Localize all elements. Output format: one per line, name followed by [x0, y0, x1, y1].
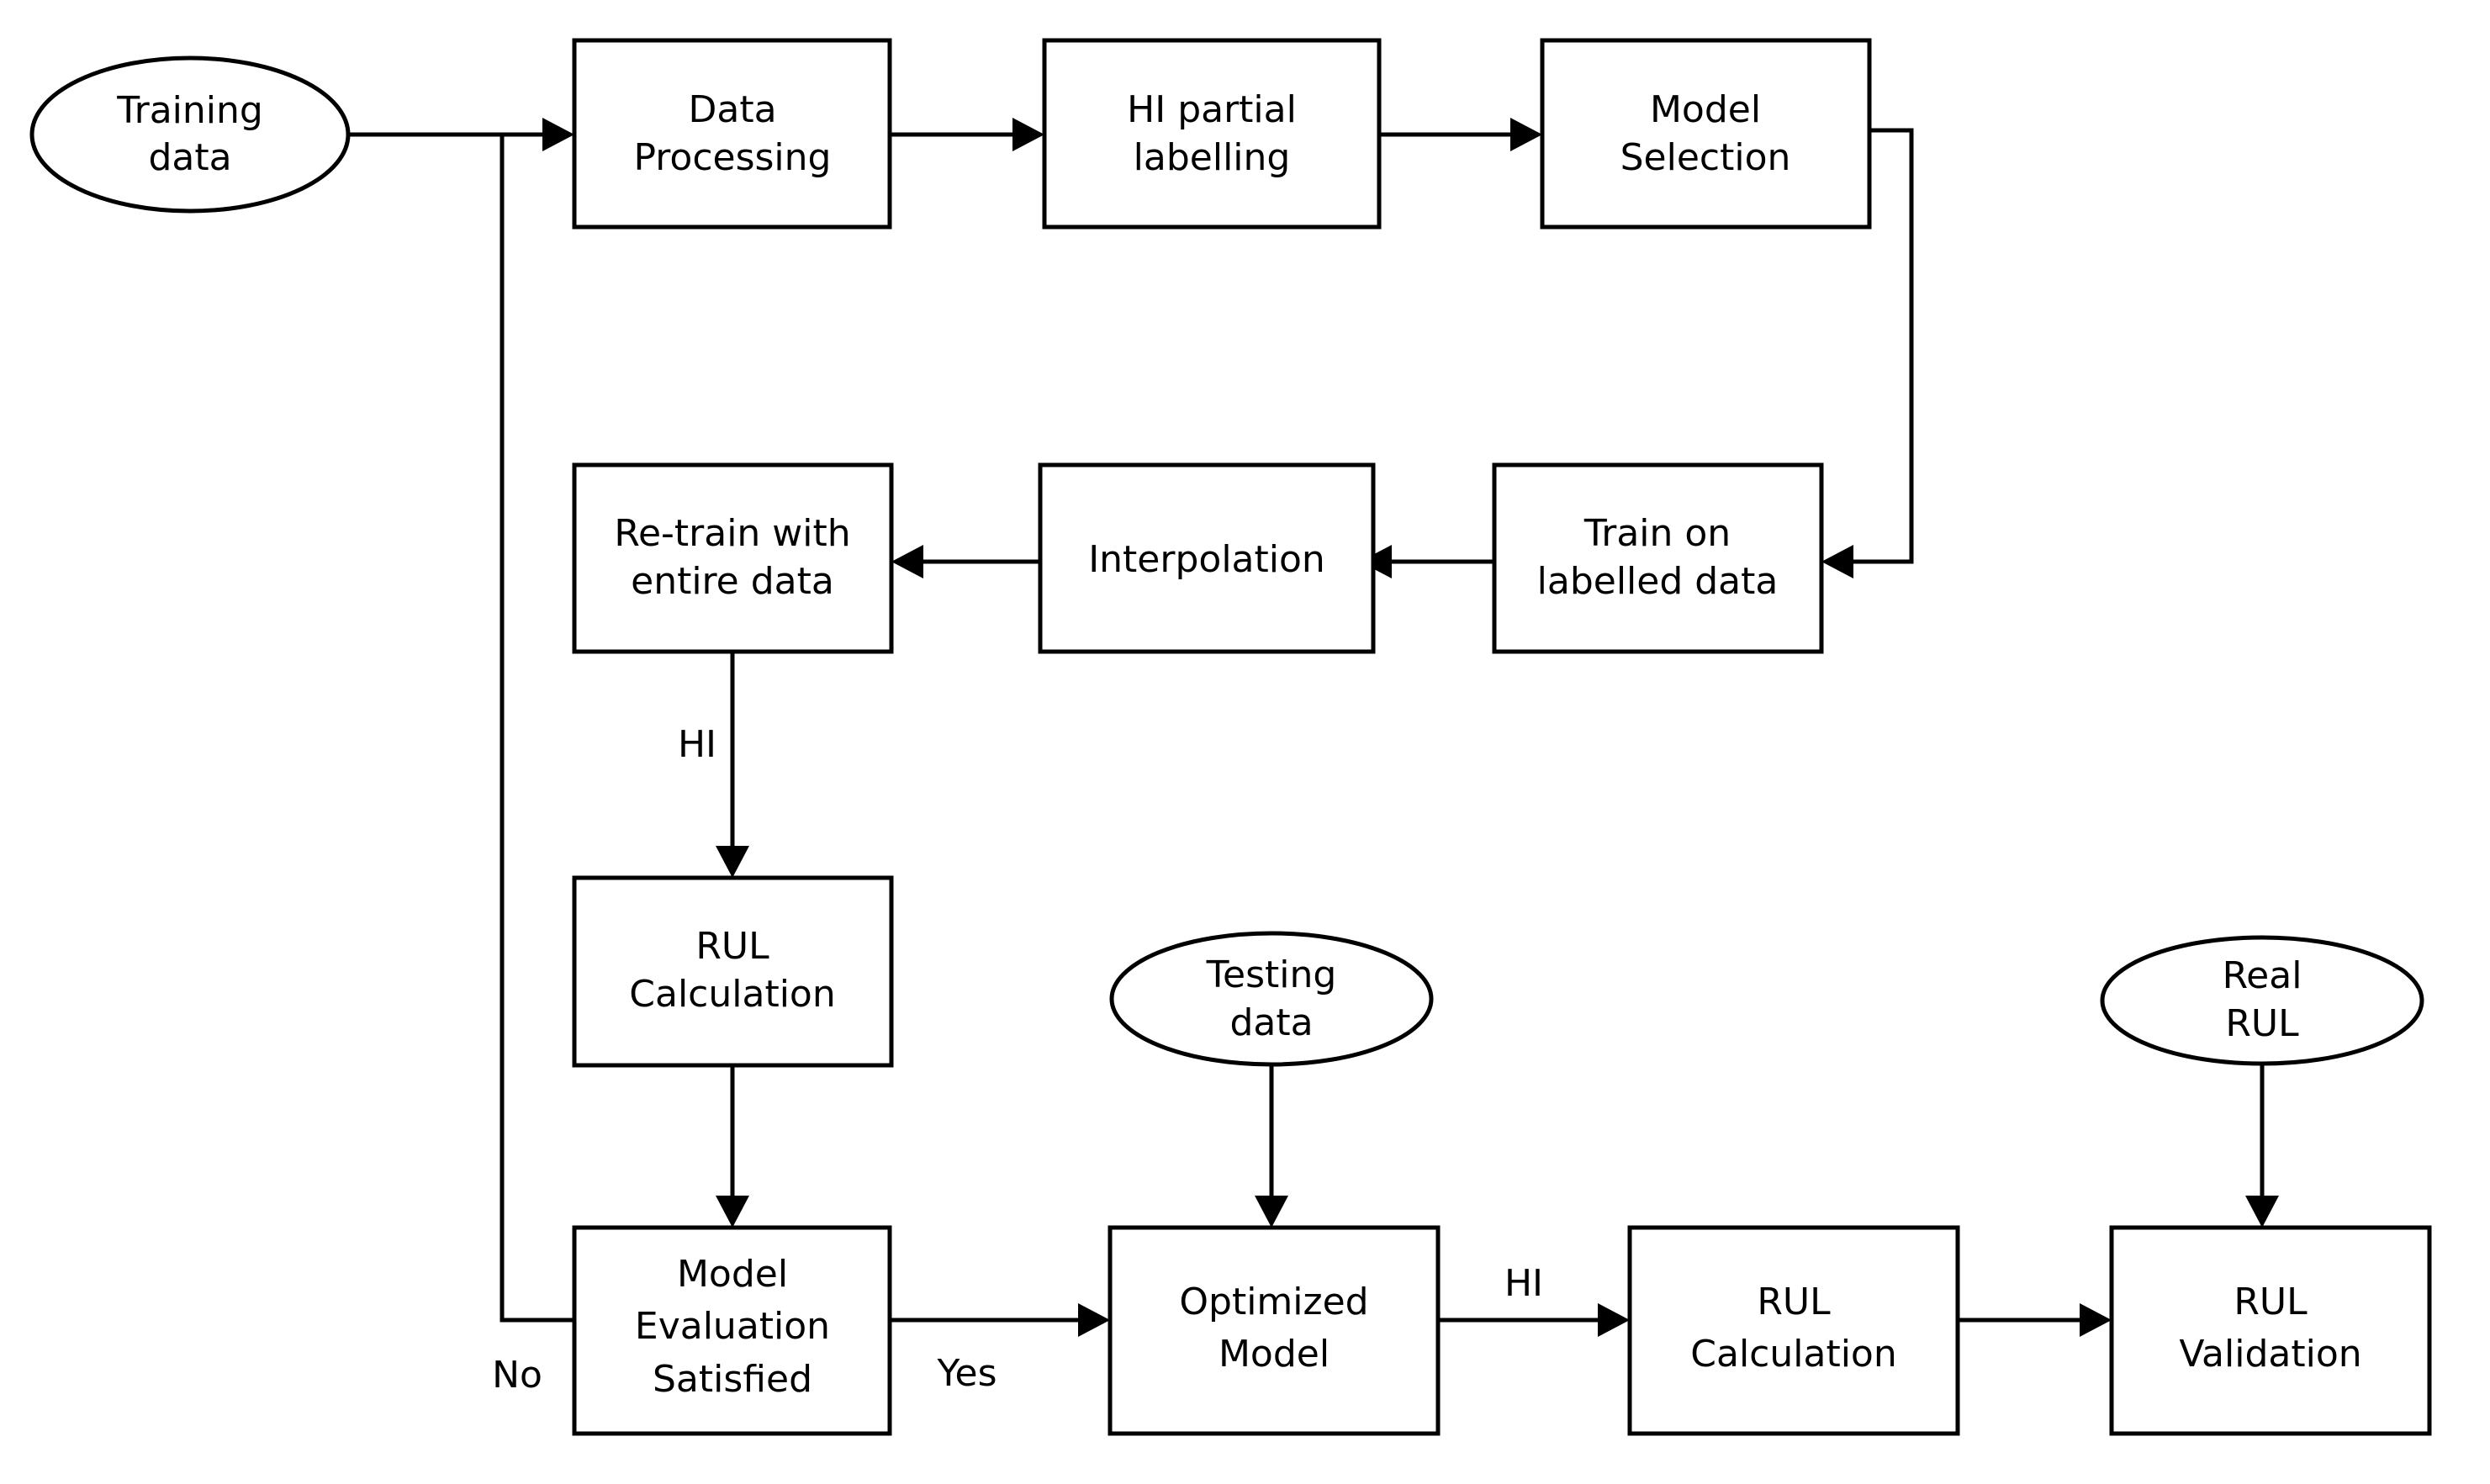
edge-retrain-to-rul-calculation — [716, 647, 749, 878]
model-selection-box — [1540, 38, 1872, 230]
data-processing-box — [572, 38, 892, 230]
node-hi-partial-labelling[interactable]: HI partial labelling — [1042, 38, 1382, 230]
optimized-model-label-line1: Optimized — [1179, 1281, 1368, 1323]
testing-data-label-line2: data — [1229, 1001, 1313, 1044]
edge-training-to-data-processing — [349, 118, 574, 151]
arrow-head-icon — [891, 545, 923, 578]
rul-validation-box — [2109, 1225, 2432, 1436]
real-rul-ellipse — [2100, 935, 2424, 1066]
edge-label-hi-optimized: HI — [1504, 1262, 1543, 1305]
arrow-head-icon — [2245, 1196, 2279, 1228]
node-rul-calculation-test[interactable]: RUL Calculation — [1627, 1225, 1960, 1436]
model-evaluation-label-line1: Model — [677, 1253, 788, 1296]
edge-data-processing-to-hi-labelling — [890, 118, 1044, 151]
node-data-processing[interactable]: Data Processing — [572, 38, 892, 230]
rul-calculation-test-label-line1: RUL — [1757, 1281, 1831, 1323]
edge-no-branch-feedback — [500, 135, 574, 1323]
real-rul-label-line2: RUL — [2225, 1002, 2299, 1045]
node-model-selection[interactable]: Model Selection — [1540, 38, 1872, 230]
arrow-head-icon — [1255, 1196, 1288, 1228]
edge-yes-branch-to-optimized-model — [890, 1303, 1110, 1337]
train-labelled-data-box — [1492, 462, 1824, 654]
edge-label-hi-retrain: HI — [678, 723, 716, 766]
model-selection-label-line1: Model — [1650, 88, 1761, 131]
edge-rul-calculation-to-rul-validation — [1958, 1303, 2112, 1337]
rul-calculation-train-box — [572, 875, 894, 1068]
retrain-entire-data-box — [572, 462, 894, 654]
node-real-rul[interactable]: Real RUL — [2100, 935, 2424, 1066]
optimized-model-label-line2: Model — [1219, 1333, 1330, 1376]
arrow-head-icon — [2080, 1303, 2112, 1337]
training-data-label-line2: data — [148, 136, 231, 179]
interpolation-box — [1038, 462, 1376, 654]
hi-partial-labelling-box — [1042, 38, 1382, 230]
arrow-head-icon — [716, 1196, 749, 1228]
node-rul-calculation-train[interactable]: RUL Calculation — [572, 875, 894, 1068]
rul-calculation-train-label-line1: RUL — [695, 925, 769, 968]
rul-calculation-test-box — [1627, 1225, 1960, 1436]
optimized-model-box — [1108, 1225, 1441, 1436]
node-testing-data[interactable]: Testing data — [1109, 931, 1434, 1067]
interpolation-label: Interpolation — [1088, 538, 1325, 581]
edge-optimized-model-to-rul-calculation — [1438, 1303, 1630, 1337]
edge-testing-data-to-optimized-model — [1255, 1063, 1288, 1228]
model-evaluation-label-line3: Satisfied — [653, 1358, 812, 1401]
rul-calculation-test-label-line2: Calculation — [1690, 1333, 1896, 1376]
edge-train-labelled-to-interpolation — [1360, 545, 1494, 578]
data-processing-label-line2: Processing — [634, 136, 832, 179]
model-evaluation-label-line2: Evaluation — [635, 1305, 830, 1348]
node-optimized-model[interactable]: Optimized Model — [1108, 1225, 1441, 1436]
arrow-head-icon — [1078, 1303, 1110, 1337]
edge-hi-labelling-to-model-selection — [1379, 118, 1542, 151]
real-rul-label-line1: Real — [2223, 954, 2302, 997]
arrow-head-icon — [1510, 118, 1542, 151]
hi-partial-labelling-label-line1: HI partial — [1127, 88, 1297, 131]
retrain-entire-data-label-line1: Re-train with — [614, 512, 850, 555]
model-evaluation-satisfied-box — [572, 1225, 892, 1436]
rul-calculation-train-label-line2: Calculation — [629, 973, 835, 1016]
edge-interpolation-to-retrain — [891, 545, 1040, 578]
hi-partial-labelling-label-line2: labelling — [1134, 136, 1291, 179]
rul-validation-label-line1: RUL — [2234, 1281, 2308, 1323]
node-train-labelled-data[interactable]: Train on labelled data — [1492, 462, 1824, 654]
train-labelled-data-label-line1: Train on — [1583, 512, 1731, 555]
node-interpolation[interactable]: Interpolation — [1038, 462, 1376, 654]
node-retrain-entire-data[interactable]: Re-train with entire data — [572, 462, 894, 654]
edge-label-no: No — [492, 1354, 542, 1397]
testing-data-ellipse — [1109, 931, 1434, 1067]
edge-label-yes: Yes — [936, 1352, 997, 1395]
training-data-label-line1: Training — [116, 89, 263, 132]
training-data-ellipse — [29, 55, 351, 214]
testing-data-label-line1: Testing — [1206, 953, 1337, 996]
arrow-head-icon — [716, 846, 749, 878]
edge-real-rul-to-rul-validation — [2245, 1055, 2279, 1228]
node-training-data[interactable]: Training data — [29, 55, 351, 214]
arrow-head-icon — [542, 118, 574, 151]
edge-model-selection-to-train-labelled — [1821, 128, 1914, 578]
rul-validation-label-line2: Validation — [2179, 1333, 2361, 1376]
data-processing-label-line1: Data — [688, 88, 776, 131]
node-rul-validation[interactable]: RUL Validation — [2109, 1225, 2432, 1436]
model-selection-label-line2: Selection — [1620, 136, 1791, 179]
arrow-head-icon — [1821, 545, 1853, 578]
train-labelled-data-label-line2: labelled data — [1537, 560, 1779, 603]
node-model-evaluation-satisfied[interactable]: Model Evaluation Satisfied — [572, 1225, 892, 1436]
arrow-head-icon — [1012, 118, 1044, 151]
arrow-head-icon — [1598, 1303, 1630, 1337]
arrow-head-icon — [1360, 545, 1392, 578]
retrain-entire-data-label-line2: entire data — [631, 560, 834, 603]
edge-rul-calculation-to-model-evaluation — [716, 1065, 749, 1228]
